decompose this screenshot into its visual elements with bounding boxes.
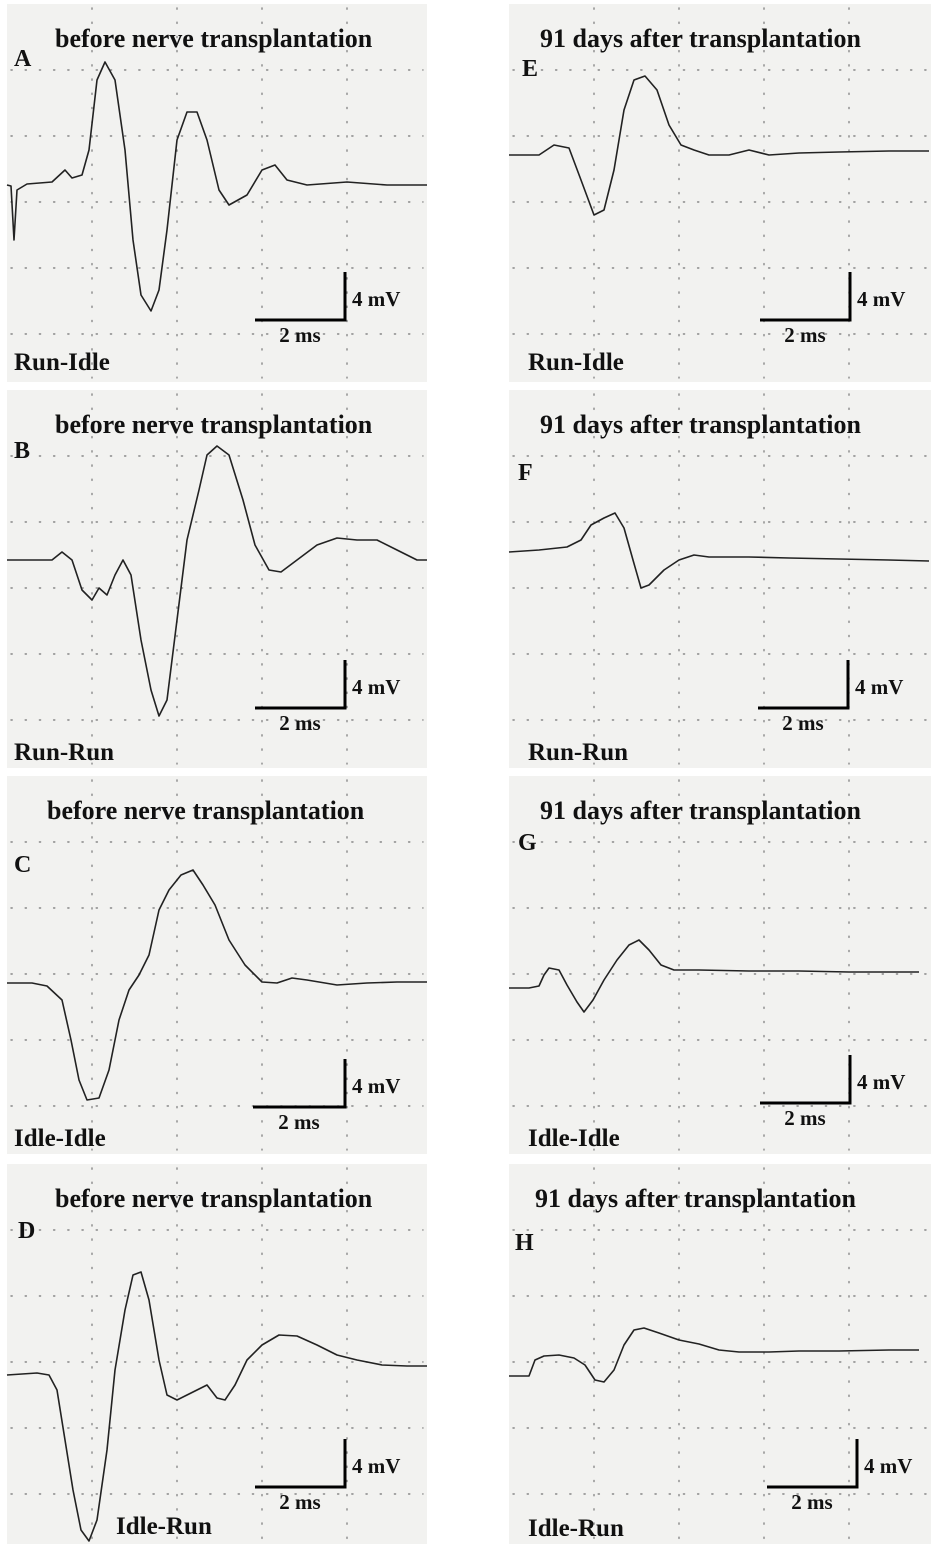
panel-letter: D [18, 1218, 35, 1244]
scale-voltage-label: 4 mV [352, 1074, 400, 1098]
scale-time-label: 2 ms [791, 1490, 832, 1514]
panel-title: before nerve transplantation [55, 1184, 373, 1213]
panel-background [7, 1164, 427, 1544]
condition-label: Idle-Idle [14, 1125, 106, 1152]
scale-time-label: 2 ms [278, 1110, 319, 1134]
series-trace [509, 75, 929, 216]
series-trace [7, 445, 427, 717]
scale-time-label: 2 ms [279, 323, 320, 347]
scale-bar [255, 1439, 347, 1489]
panel-letter: F [518, 460, 533, 486]
scale-bar [253, 1059, 347, 1109]
scale-voltage-label: 4 mV [855, 675, 903, 699]
panel-title: before nerve transplantation [55, 24, 373, 53]
series-trace [508, 512, 930, 589]
grid [10, 7, 424, 379]
grid [512, 1167, 928, 1541]
panel-letter: A [14, 46, 32, 72]
scale-voltage-label: 4 mV [352, 287, 400, 311]
scale-time-label: 2 ms [279, 1490, 320, 1514]
grid [512, 393, 928, 765]
panel-letter: G [518, 830, 537, 856]
series-trace [7, 869, 427, 1101]
panel-background [509, 4, 931, 382]
scale-bar [255, 272, 347, 322]
condition-label: Idle-Run [116, 1513, 212, 1540]
scale-time-label: 2 ms [279, 711, 320, 735]
panel-title: 91 days after transplantation [540, 796, 861, 825]
scale-bar [255, 660, 347, 710]
panel-background [7, 4, 427, 382]
scale-time-label: 2 ms [784, 323, 825, 347]
panel-letter: H [515, 1230, 534, 1256]
panel-letter: B [14, 438, 30, 464]
scale-voltage-label: 4 mV [352, 1454, 400, 1478]
panel-background [509, 1164, 931, 1544]
scale-voltage-label: 4 mV [857, 287, 905, 311]
panel-title: 91 days after transplantation [540, 410, 861, 439]
grid [10, 779, 424, 1151]
condition-label: Run-Run [14, 739, 114, 766]
panel-title: before nerve transplantation [55, 410, 373, 439]
condition-label: Idle-Run [528, 1515, 624, 1542]
scale-bar [758, 660, 850, 710]
scale-bar [760, 272, 852, 322]
condition-label: Run-Run [528, 739, 628, 766]
condition-label: Run-Idle [14, 349, 110, 376]
scale-time-label: 2 ms [784, 1106, 825, 1130]
grid [10, 393, 424, 765]
grid [10, 1167, 424, 1541]
panel-title: 91 days after transplantation [540, 24, 861, 53]
grid [512, 7, 928, 379]
panel-background [509, 776, 931, 1154]
scale-voltage-label: 4 mV [864, 1454, 912, 1478]
scale-voltage-label: 4 mV [352, 675, 400, 699]
panel-background [7, 390, 427, 768]
scale-bar [767, 1439, 859, 1489]
series-trace [509, 939, 919, 1013]
panel-title: before nerve transplantation [47, 796, 365, 825]
panel-background [509, 390, 931, 768]
scale-bar [760, 1055, 852, 1105]
condition-label: Run-Idle [528, 349, 624, 376]
scale-time-label: 2 ms [782, 711, 823, 735]
scale-voltage-label: 4 mV [857, 1070, 905, 1094]
panel-letter: E [522, 56, 538, 82]
condition-label: Idle-Idle [528, 1125, 620, 1152]
series-trace [6, 61, 427, 312]
panel-background [7, 776, 427, 1154]
grid [512, 779, 928, 1151]
series-trace [6, 1271, 427, 1542]
panel-title: 91 days after transplantation [535, 1184, 856, 1213]
series-trace [509, 1327, 919, 1383]
panel-letter: C [14, 852, 31, 878]
